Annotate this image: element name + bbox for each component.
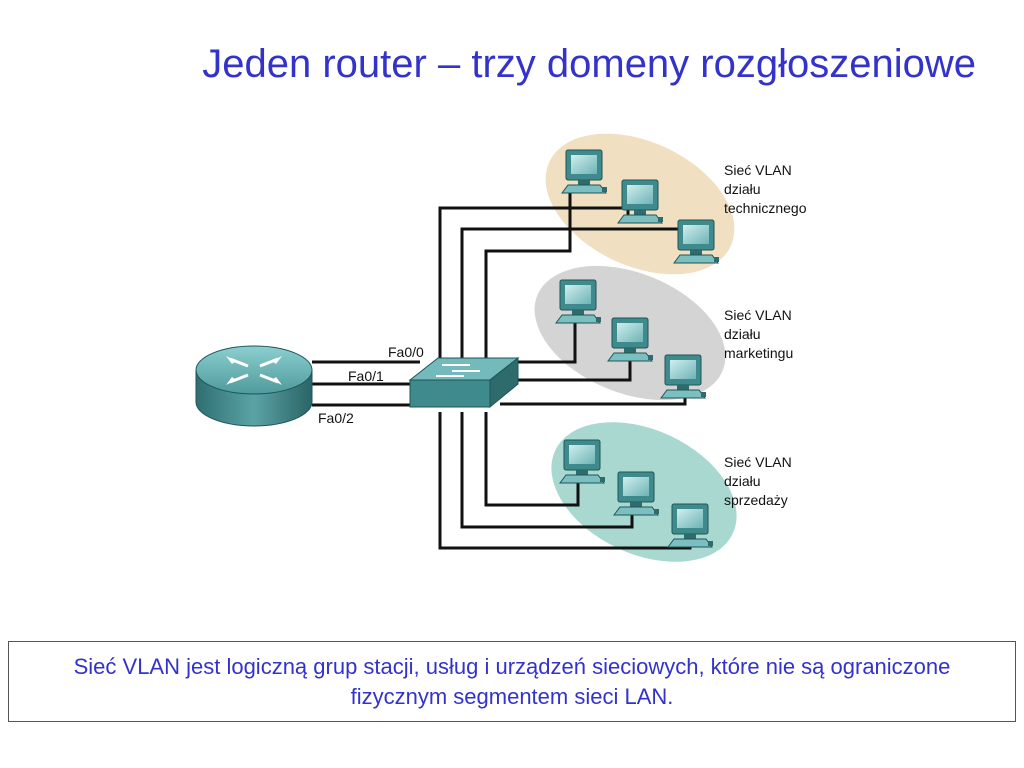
definition-caption: Sieć VLAN jest logiczną grup stacji, usł… — [8, 641, 1016, 722]
workstation-icon[interactable] — [555, 279, 601, 324]
switch-icon[interactable] — [408, 356, 520, 409]
port-label-fa0-0: Fa0/0 — [388, 344, 424, 360]
vlan-label-marketing: Sieć VLAN działu marketingu — [724, 307, 796, 361]
page-title: Jeden router – trzy domeny rozgłoszeniow… — [202, 42, 976, 86]
port-label-fa0-2: Fa0/2 — [318, 410, 354, 426]
workstation-icon[interactable] — [617, 179, 663, 224]
workstation-icon[interactable] — [561, 149, 607, 194]
router-icon[interactable] — [195, 345, 313, 427]
workstation-icon[interactable] — [607, 317, 653, 362]
workstation-icon[interactable] — [673, 219, 719, 264]
workstations — [555, 149, 719, 548]
vlan-label-sales: Sieć VLAN działu sprzedaży — [724, 454, 796, 508]
workstation-icon[interactable] — [667, 503, 713, 548]
port-label-fa0-1: Fa0/1 — [348, 368, 384, 384]
workstation-icon[interactable] — [613, 471, 659, 516]
vlan-label-technical: Sieć VLAN działu technicznego — [724, 162, 807, 216]
workstation-icon[interactable] — [559, 439, 605, 484]
network-diagram: Fa0/0 Fa0/1 Fa0/2 Sieć VLAN działu techn… — [195, 133, 807, 562]
workstation-icon[interactable] — [660, 354, 706, 399]
